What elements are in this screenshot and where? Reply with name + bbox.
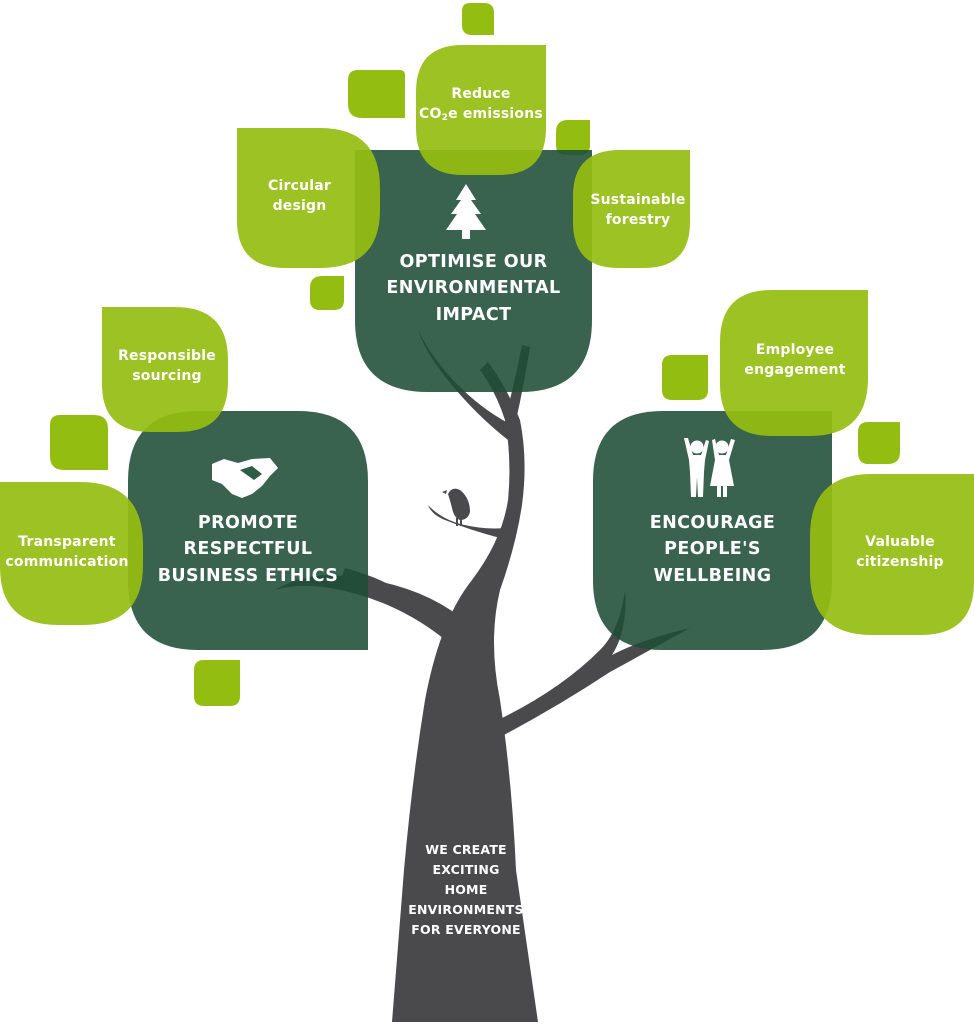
- leaf-transparent-communication: Transparent communication: [5, 534, 129, 571]
- small-leaf: [348, 70, 405, 118]
- pillar-wellbeing-shape: [593, 411, 832, 650]
- pillar-ethics-title: PROMOTE RESPECTFUL BUSINESS ETHICS: [157, 513, 339, 586]
- small-leaf: [858, 422, 900, 464]
- leaf-circular-design: Circular design: [268, 178, 331, 215]
- pillar-environment-shape: [355, 150, 592, 392]
- leaf-valuable-citizenship: Valuable citizenship: [856, 534, 944, 571]
- bird-icon: [442, 488, 470, 526]
- leaf-sustainable-forestry: Sustainable forestry: [590, 192, 686, 229]
- leaf-transparent-communication-shape: [0, 482, 143, 625]
- leaf-sustainable-forestry-shape: [573, 150, 690, 268]
- branch-bird: [428, 505, 505, 538]
- pillars: [128, 150, 832, 650]
- small-leaf: [556, 120, 590, 155]
- pillar-ethics-shape: [128, 411, 368, 650]
- leaf-valuable-citizenship-shape: [810, 474, 974, 635]
- leaf-responsible-sourcing: Responsible sourcing: [118, 348, 216, 385]
- people-icon: [684, 438, 735, 497]
- leaf-responsible-sourcing-shape: [102, 307, 228, 432]
- leaf-circular-design-shape: [237, 128, 380, 268]
- small-leaf: [50, 415, 108, 470]
- branch-left-upper: [418, 330, 512, 440]
- leaf-employee-engagement-shape: [720, 290, 868, 436]
- small-leaves: [50, 3, 900, 706]
- small-leaf: [310, 276, 344, 310]
- small-leaf: [462, 3, 494, 35]
- branch-right-lower: [498, 590, 690, 735]
- trunk-mission-statement: WE CREATE EXCITING HOME ENVIRONMENTS FOR…: [408, 842, 524, 937]
- leaf-reduce-co2: Reduce CO2e emissions: [416, 84, 546, 125]
- small-leaf: [662, 355, 708, 400]
- pillar-environment-title: OPTIMISE OUR ENVIRONMENTAL IMPACT: [386, 252, 561, 325]
- co2-label: CO2e emissions: [419, 106, 543, 124]
- leaf-employee-engagement: Employee engagement: [744, 342, 846, 379]
- big-leaves: [0, 45, 974, 635]
- tree-icon: [446, 184, 486, 239]
- leaf-reduce-co2-shape: [416, 45, 546, 175]
- pillar-wellbeing-title: ENCOURAGE PEOPLE'S WELLBEING: [649, 513, 776, 586]
- small-leaf: [194, 660, 240, 706]
- handshake-icon: [212, 458, 278, 498]
